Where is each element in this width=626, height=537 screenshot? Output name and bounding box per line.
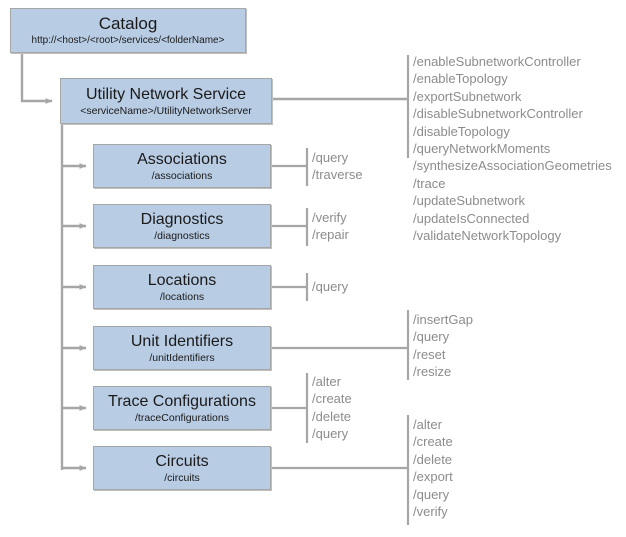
node-utility-network-service[interactable]: Utility Network Service <serviceName>/Ut… [60, 78, 272, 124]
connector-catalog-to-service [20, 53, 53, 104]
node-trace-configurations[interactable]: Trace Configurations /traceConfiguration… [93, 386, 271, 430]
operation-item[interactable]: /alter [413, 417, 442, 432]
operation-item[interactable]: /alter [312, 374, 341, 389]
operation-item[interactable]: /reset [413, 346, 446, 362]
operation-item[interactable]: /delete [413, 451, 453, 467]
operation-item[interactable]: /disableSubnetworkController [413, 106, 583, 122]
operation-item[interactable]: /enableSubnetworkController [413, 54, 581, 69]
operation-item[interactable]: /repair [312, 227, 349, 243]
operations-list-utility-network-service: /enableSubnetworkController /enableTopol… [413, 53, 612, 244]
operations-list-associations: /query /traverse [312, 149, 363, 184]
operation-item[interactable]: /verify [413, 504, 448, 520]
node-locations-subtitle: /locations [159, 290, 205, 303]
node-trace-configurations-title: Trace Configurations [108, 392, 256, 410]
operation-item[interactable]: /synthesizeAssociationGeometries [413, 158, 612, 174]
operation-item[interactable]: /queryNetworkMoments [413, 141, 551, 157]
operation-item[interactable]: /traverse [312, 167, 363, 183]
node-diagnostics-subtitle: /diagnostics [154, 229, 210, 242]
node-circuits[interactable]: Circuits /circuits [93, 446, 271, 490]
node-associations-subtitle: /associations [151, 169, 213, 182]
operation-item[interactable]: /query [312, 279, 349, 294]
node-catalog-title: Catalog [98, 14, 158, 33]
node-associations[interactable]: Associations /associations [93, 144, 271, 188]
node-circuits-title: Circuits [155, 452, 209, 470]
operation-item[interactable]: /create [312, 391, 352, 407]
operation-item[interactable]: /exportSubnetwork [413, 88, 522, 104]
operation-item[interactable]: /trace [413, 175, 446, 191]
operation-item[interactable]: /export [413, 469, 453, 485]
operations-list-diagnostics: /verify /repair [312, 209, 349, 244]
operation-item[interactable]: /delete [312, 408, 352, 424]
node-associations-title: Associations [137, 150, 227, 168]
node-circuits-subtitle: /circuits [164, 471, 200, 484]
operations-list-trace-configurations: /alter /create /delete /query [312, 373, 352, 443]
node-trace-configurations-subtitle: /traceConfigurations [135, 411, 229, 424]
operation-item[interactable]: /disableTopology [413, 123, 510, 139]
node-utility-network-service-subtitle: <serviceName>/UtilityNetworkServer [80, 104, 252, 117]
operations-list-unit-identifiers: /insertGap /query /reset /resize [413, 311, 473, 381]
operation-item[interactable]: /query [413, 329, 450, 345]
node-unit-identifiers-subtitle: /unitIdentifiers [149, 351, 215, 364]
operation-item[interactable]: /insertGap [413, 312, 473, 327]
operation-item[interactable]: /query [312, 426, 349, 442]
operations-list-locations: /query [312, 278, 348, 295]
node-utility-network-service-title: Utility Network Service [85, 85, 247, 103]
node-unit-identifiers[interactable]: Unit Identifiers /unitIdentifiers [93, 326, 271, 370]
node-unit-identifiers-title: Unit Identifiers [130, 332, 234, 350]
operation-item[interactable]: /verify [312, 210, 347, 225]
node-diagnostics-title: Diagnostics [140, 210, 224, 228]
node-catalog[interactable]: Catalog http://<host>/<root>/services/<f… [10, 8, 246, 53]
operation-item[interactable]: /updateIsConnected [413, 210, 530, 226]
node-locations[interactable]: Locations /locations [93, 265, 271, 309]
node-locations-title: Locations [147, 271, 217, 289]
operation-item[interactable]: /query [312, 150, 349, 165]
operation-item[interactable]: /validateNetworkTopology [413, 228, 562, 244]
operations-list-circuits: /alter /create /delete /export /query /v… [413, 416, 453, 520]
node-catalog-subtitle: http://<host>/<root>/services/<folderNam… [31, 35, 225, 46]
operation-item[interactable]: /create [413, 434, 453, 450]
operation-item[interactable]: /enableTopology [413, 71, 508, 87]
operation-item[interactable]: /resize [413, 364, 452, 380]
operation-item[interactable]: /query [413, 486, 450, 502]
node-diagnostics[interactable]: Diagnostics /diagnostics [93, 204, 271, 248]
operation-item[interactable]: /updateSubnetwork [413, 193, 526, 209]
